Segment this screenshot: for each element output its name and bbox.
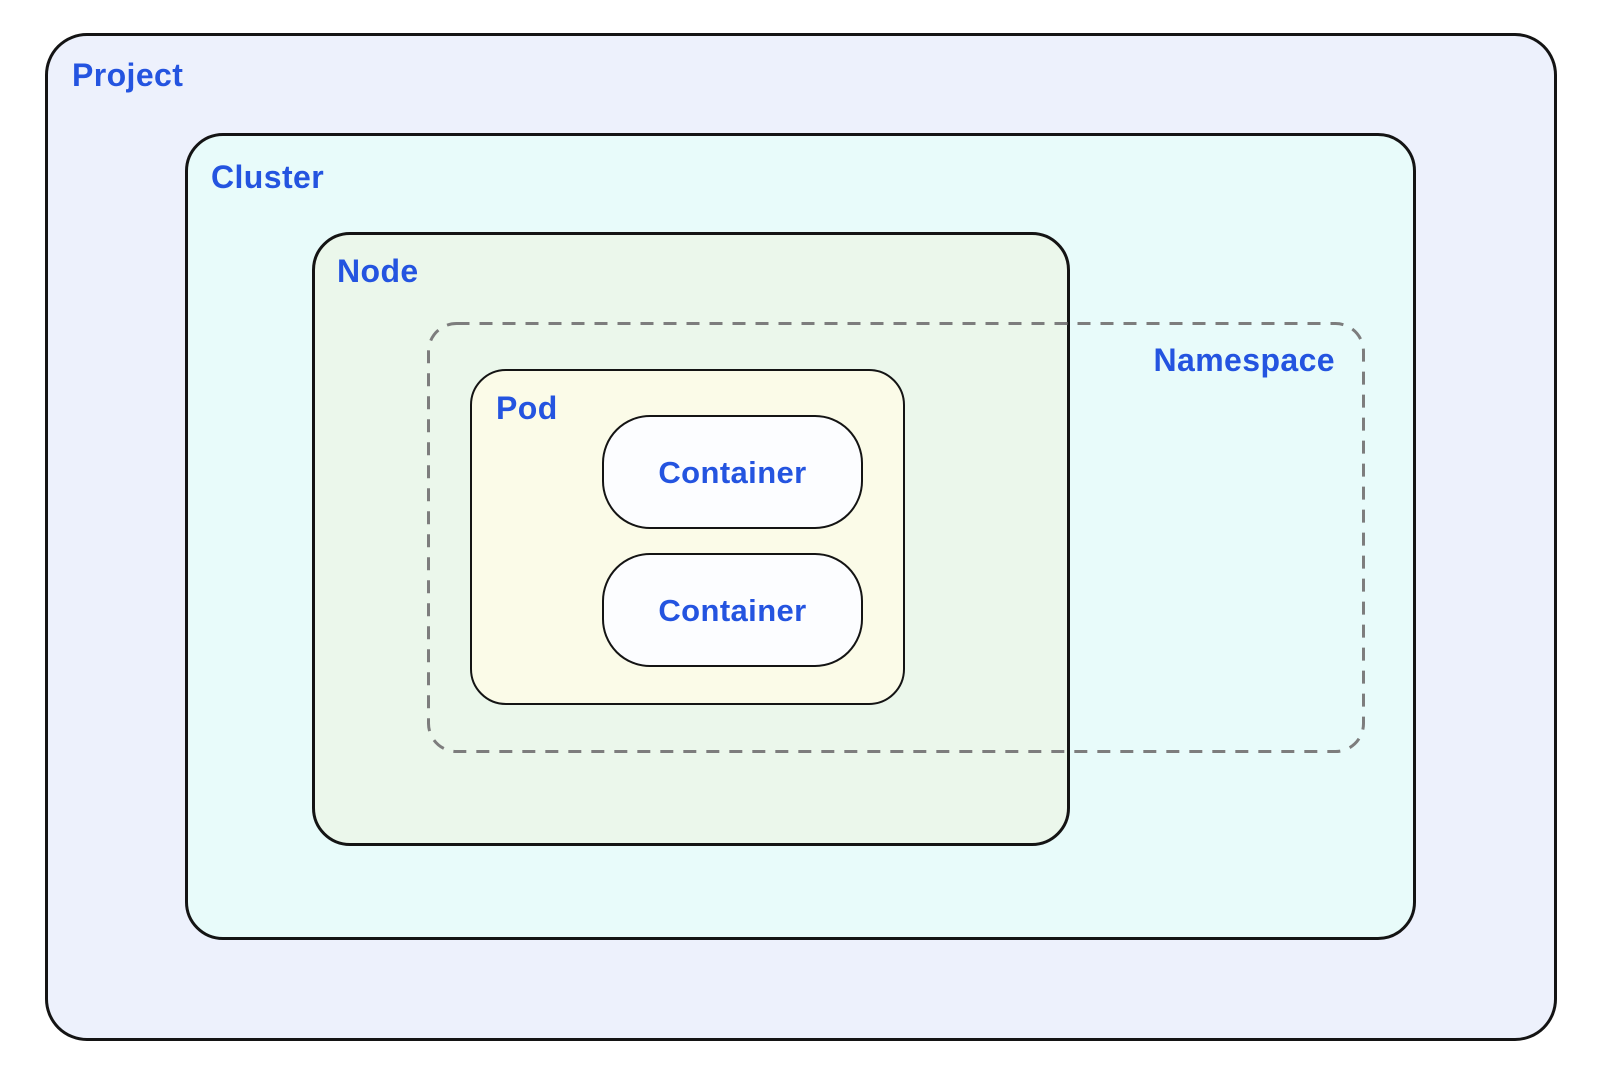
container-box: Container xyxy=(602,553,863,667)
namespace-dashed-border xyxy=(427,322,1365,753)
node-label: Node xyxy=(337,253,419,289)
pod-box: Pod Container Container xyxy=(470,369,905,705)
cluster-label: Cluster xyxy=(211,159,325,195)
container-label: Container xyxy=(658,454,807,490)
namespace-box: Namespace xyxy=(427,322,1365,753)
container-box: Container xyxy=(602,415,863,529)
container-label: Container xyxy=(658,592,807,628)
cluster-box: Cluster Node Namespace Pod Container Con… xyxy=(185,133,1416,940)
project-label: Project xyxy=(72,57,184,93)
node-box: Node Namespace Pod Container Container xyxy=(312,232,1365,846)
project-box: Project Cluster Node Namespace Pod Conta… xyxy=(45,33,1557,1041)
namespace-label: Namespace xyxy=(1153,342,1335,378)
pod-label: Pod xyxy=(496,390,558,426)
